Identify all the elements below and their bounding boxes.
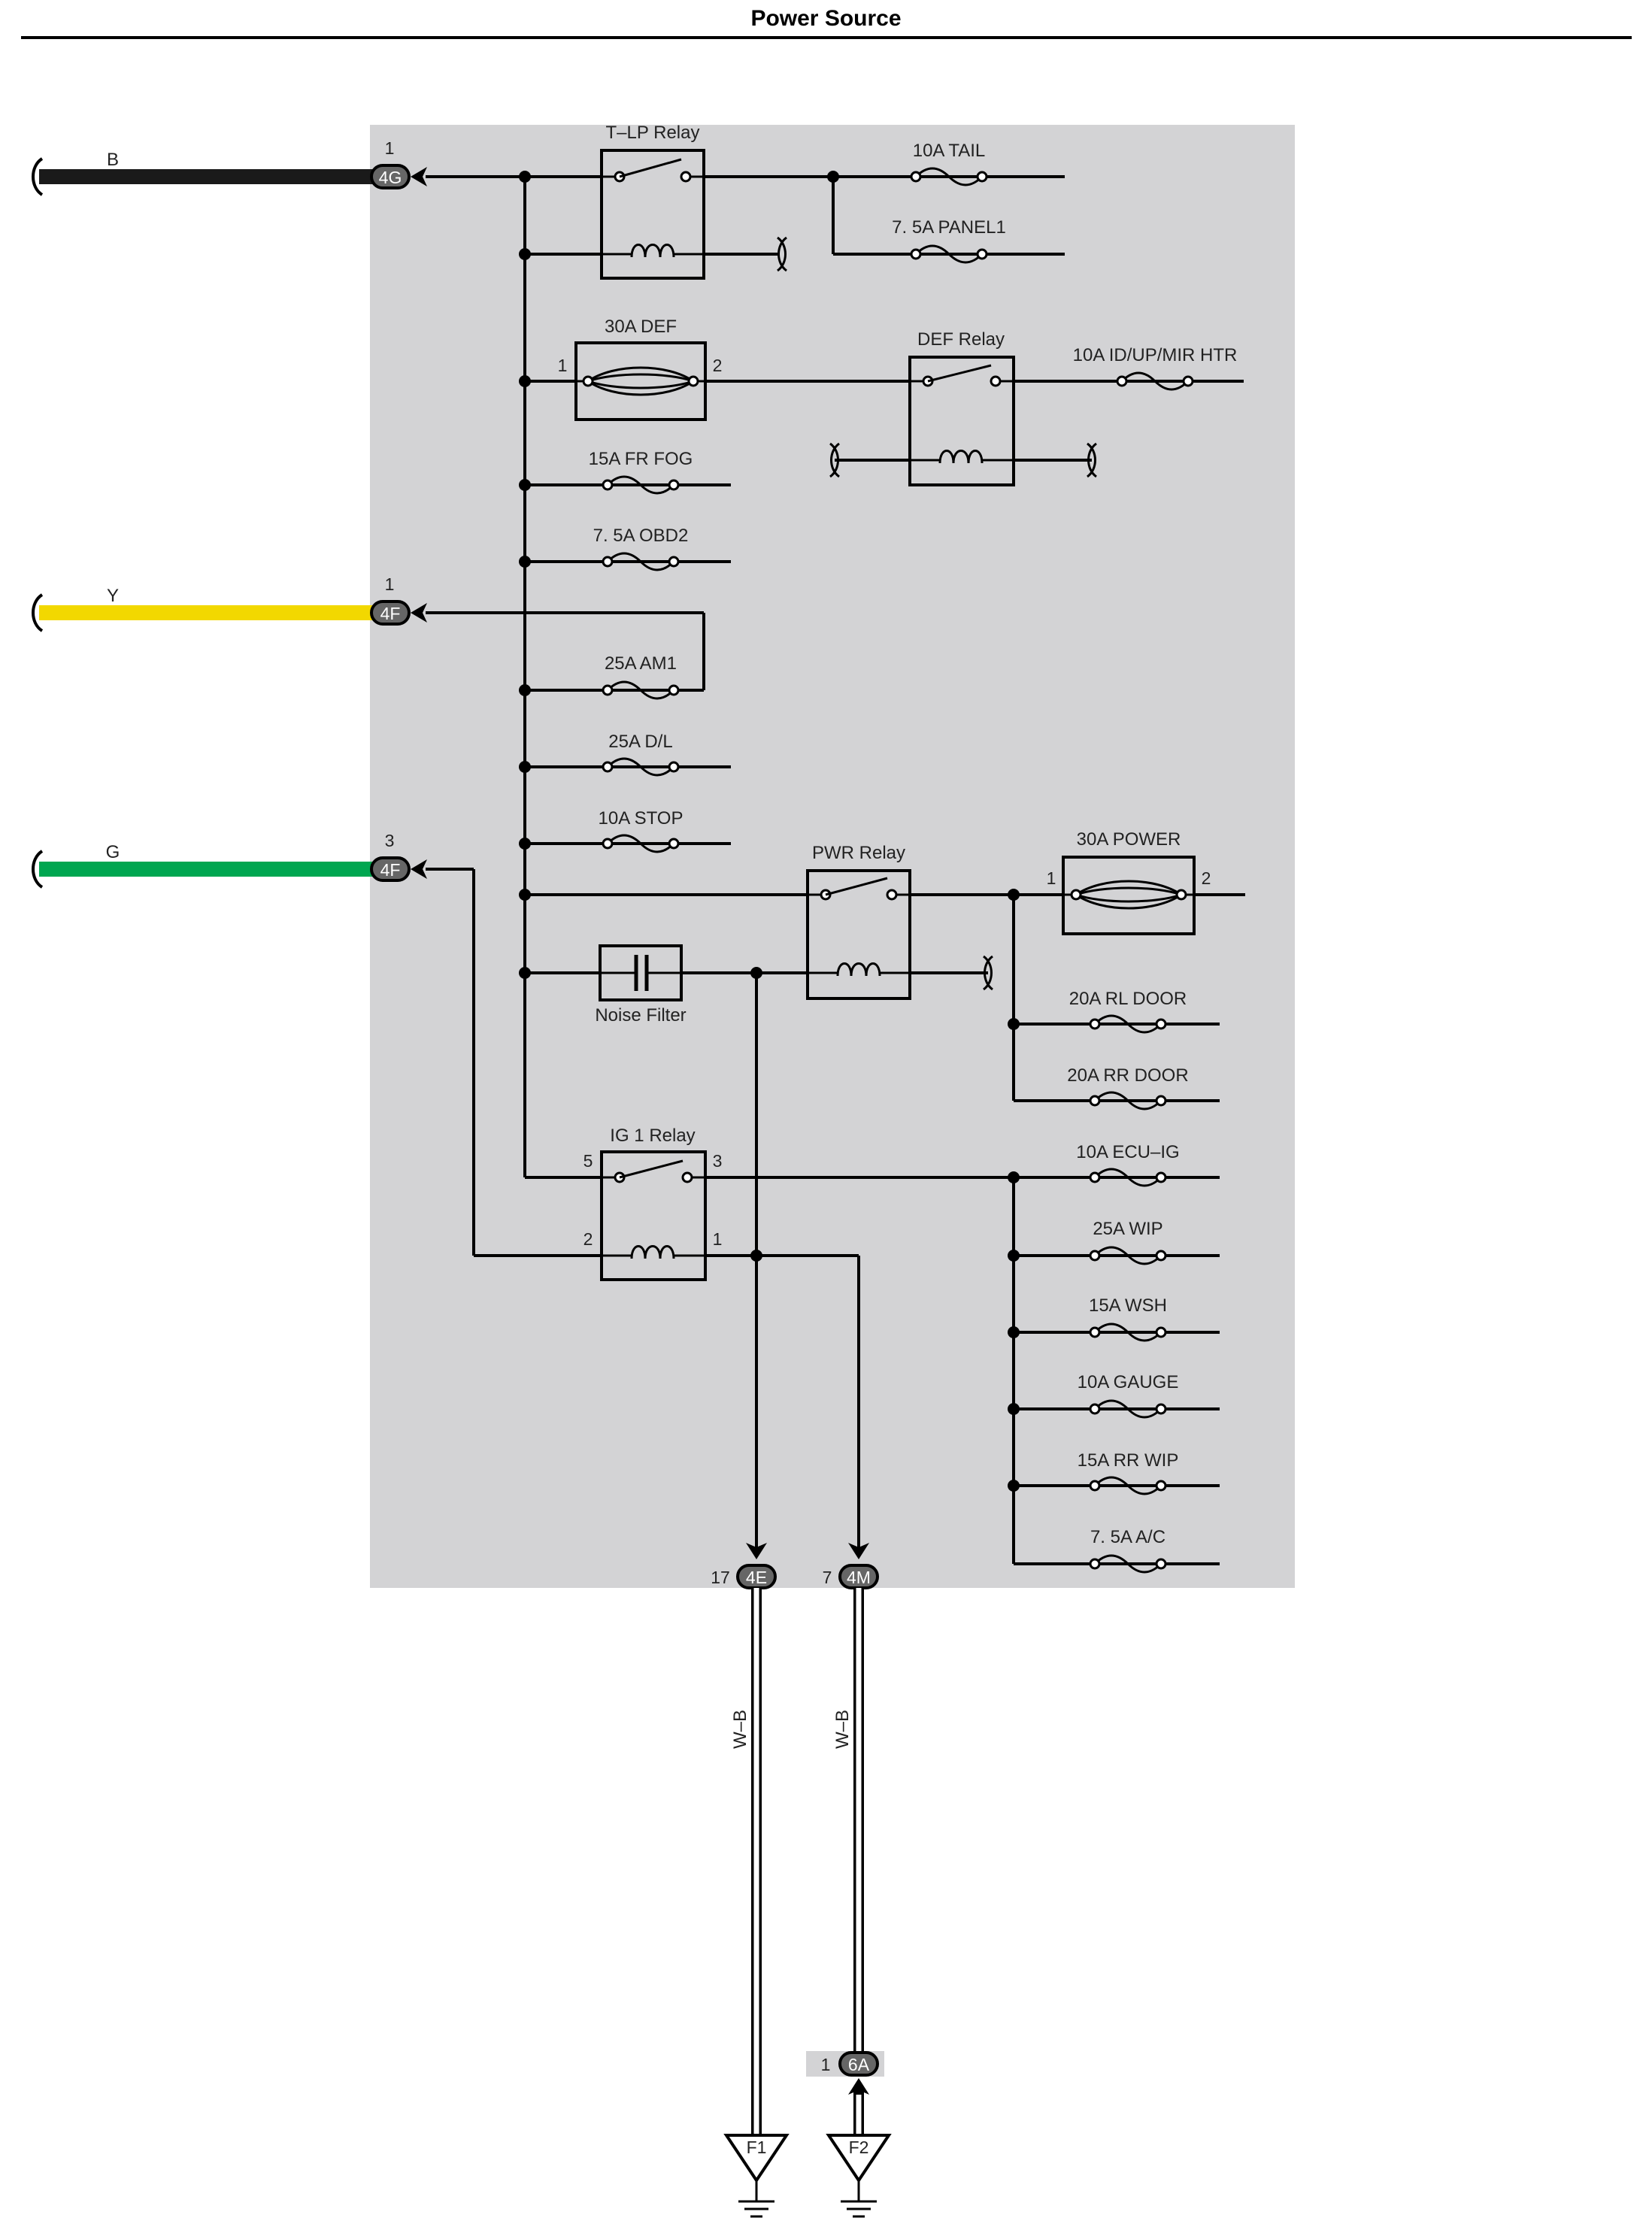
relay-ig1-pin-1: 1 [713,1229,723,1249]
output-4e: 4E 17 W–B F1 [711,1543,790,2218]
connector-4f-a-label: 4F [380,604,401,623]
connector-4g-label: 4G [379,168,402,187]
wire-wb-4e: W–B [730,1710,750,1749]
fuse-15a-fr-fog-label: 15A FR FOG [589,449,693,469]
fuse-10a-tail-label: 10A TAIL [913,141,986,161]
relay-def-label: DEF Relay [917,329,1005,350]
junction-dots [519,171,1020,1492]
fusible-link-30a-def-pin-1: 1 [558,356,568,375]
relay-ig1-label: IG 1 Relay [610,1126,695,1146]
fusible-link-30a-power-label: 30A POWER [1077,829,1181,850]
relay-pwr: PWR Relay [806,843,911,1000]
relay-pwr-label: PWR Relay [812,843,905,863]
noise-filter: Noise Filter [595,944,687,1026]
input-wire-g: G 3 4F [32,831,427,889]
relay-tlp-label: T–LP Relay [606,123,700,143]
relay-tlp: T–LP Relay [600,123,705,280]
fuse-15a-rr-wip-label: 15A RR WIP [1078,1450,1179,1471]
title-rule [21,36,1632,39]
fuse-25a-am1-label: 25A AM1 [605,653,677,674]
fusible-link-30a-def-label: 30A DEF [605,317,677,337]
fuse-20a-rl-door-label: 20A RL DOOR [1069,989,1187,1009]
fuse-7-5a-panel1-label: 7. 5A PANEL1 [892,217,1006,238]
connector-4m-label: 4M [847,1568,871,1587]
pin-4g-1: 1 [385,138,395,158]
pin-4f-3: 3 [385,831,395,850]
fuse-10a-ecu-ig-label: 10A ECU–IG [1076,1142,1179,1162]
fusible-link-30a-def: 30A DEF 1 2 [558,317,723,421]
fuse-10a-gauge-label: 10A GAUGE [1078,1372,1179,1392]
fusible-link-30a-power-pin-2: 2 [1202,868,1211,888]
fuse-15a-rr-wip: 15A RR WIP [1078,1450,1179,1495]
relay-def: DEF Relay [908,329,1015,486]
fuse-10a-ecu-ig: 10A ECU–IG [1076,1142,1180,1187]
pin-6a-1: 1 [821,2055,831,2074]
fuse-15a-wsh: 15A WSH [1089,1295,1167,1342]
fuse-7-5a-ac: 7. 5A A/C [1089,1527,1167,1574]
fuse-10a-stop: 10A STOP [599,808,684,853]
ground-f1-label: F1 [747,2138,767,2157]
connector-4f-b-label: 4F [380,860,401,880]
fuse-7-5a-panel1: 7. 5A PANEL1 [892,217,1006,264]
input-wire-y: Y 1 4F [32,574,427,632]
fuse-25a-dl: 25A D/L [602,732,680,777]
fuse-10a-tail: 10A TAIL [910,141,988,186]
fuse-10a-stop-label: 10A STOP [599,808,684,829]
page-title: Power Source [750,6,902,31]
connector-6a-label: 6A [848,2055,870,2074]
pin-4m-7: 7 [823,1568,832,1587]
fuse-7-5a-ac-label: 7. 5A A/C [1090,1527,1165,1547]
fuse-7-5a-obd2: 7. 5A OBD2 [593,526,689,571]
fuse-25a-wip-label: 25A WIP [1093,1219,1162,1239]
fuse-15a-wsh-label: 15A WSH [1089,1295,1167,1316]
pin-4f-1: 1 [385,574,395,594]
pin-4e-17: 17 [711,1568,730,1587]
fuse-25a-am1: 25A AM1 [602,653,680,700]
fuse-10a-gauge: 10A GAUGE [1078,1372,1179,1419]
input-wire-b: B 1 4G [32,138,427,196]
fusible-link-30a-power-pin-1: 1 [1047,868,1056,888]
relay-ig1-pin-2: 2 [584,1229,593,1249]
fuse-7-5a-obd2-label: 7. 5A OBD2 [593,526,689,546]
fuse-25a-wip: 25A WIP [1089,1219,1167,1265]
connector-4g [370,164,411,189]
fuse-25a-dl-label: 25A D/L [608,732,672,752]
wire-color-y: Y [107,586,119,606]
connector-4f-b [370,856,411,882]
relay-ig1: IG 1 Relay 5 3 2 1 [584,1126,723,1281]
fuse-20a-rl-door: 20A RL DOOR [1069,989,1187,1034]
connector-4f-a [370,600,411,626]
fusible-link-30a-power: 30A POWER 1 2 [1047,829,1211,935]
wire-wb-4m: W–B [832,1710,853,1749]
fuse-20a-rr-door-label: 20A RR DOOR [1067,1065,1188,1086]
connector-4e-label: 4E [746,1568,767,1587]
fuse-20a-rr-door: 20A RR DOOR [1067,1065,1189,1110]
relay-ig1-pin-5: 5 [584,1151,593,1171]
noise-filter-label: Noise Filter [595,1005,686,1026]
output-4m: 4M 7 W–B 1 6A F2 [806,1543,892,2218]
wire-color-b: B [107,150,119,170]
fuse-15a-fr-fog: 15A FR FOG [589,449,693,495]
fusible-link-30a-def-pin-2: 2 [713,356,723,375]
fuse-10a-id-up-mir-htr-label: 10A ID/UP/MIR HTR [1073,345,1238,365]
fuse-10a-id-up-mir-htr: 10A ID/UP/MIR HTR [1073,345,1238,391]
ground-f2-label: F2 [849,2138,869,2157]
relay-ig1-pin-3: 3 [713,1151,723,1171]
wire-color-g: G [106,842,120,862]
